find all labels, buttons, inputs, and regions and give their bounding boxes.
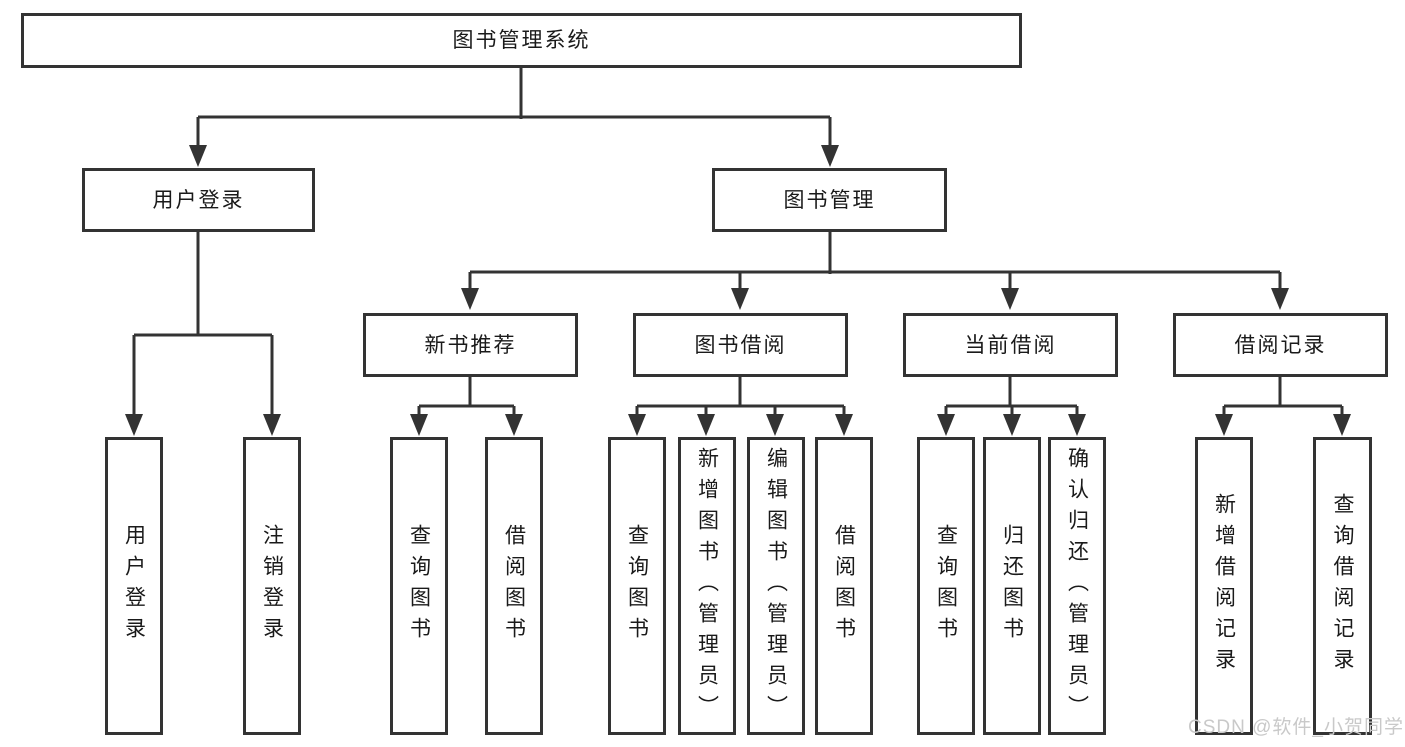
leaf-current-query: 查询图书 — [917, 437, 975, 735]
csdn-watermark: CSDN @软件_小贺同学 — [1188, 717, 1404, 738]
node-library-management-system: 图书管理系统 — [21, 13, 1022, 68]
leaf-user-login: 用户登录 — [105, 437, 163, 735]
leaf-logout: 注销登录 — [243, 437, 301, 735]
node-current-borrow: 当前借阅 — [903, 313, 1118, 377]
leaf-newbooks-borrow: 借阅图书 — [485, 437, 543, 735]
node-new-book-recommend: 新书推荐 — [363, 313, 578, 377]
leaf-borrow-add-admin: 新增图书（管理员） — [678, 437, 736, 735]
node-borrow-records: 借阅记录 — [1173, 313, 1388, 377]
leaf-borrow-borrow: 借阅图书 — [815, 437, 873, 735]
leaf-current-return: 归还图书 — [983, 437, 1041, 735]
leaf-borrow-edit-admin: 编辑图书（管理员） — [747, 437, 805, 735]
node-book-management: 图书管理 — [712, 168, 947, 232]
leaf-records-add: 新增借阅记录 — [1195, 437, 1253, 735]
node-user-login: 用户登录 — [82, 168, 315, 232]
leaf-newbooks-query: 查询图书 — [390, 437, 448, 735]
node-book-borrow: 图书借阅 — [633, 313, 848, 377]
leaf-borrow-query: 查询图书 — [608, 437, 666, 735]
leaf-records-query: 查询借阅记录 — [1313, 437, 1372, 735]
leaf-current-confirm-admin: 确认归还（管理员） — [1048, 437, 1106, 735]
